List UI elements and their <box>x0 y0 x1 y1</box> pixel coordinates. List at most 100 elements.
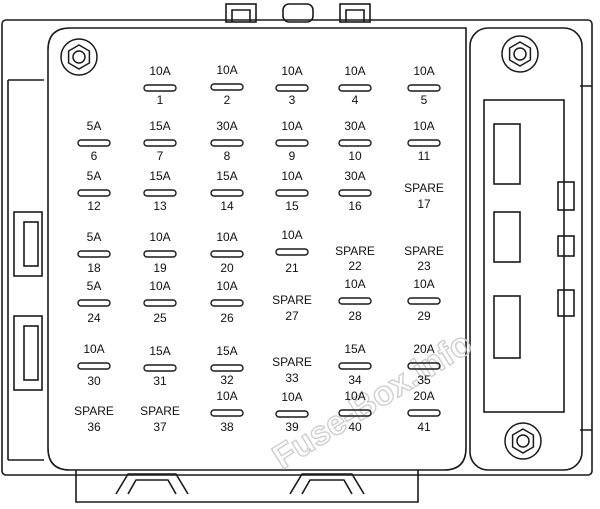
relay-slot-middle <box>493 211 521 263</box>
fuse-38: 10A 38 <box>210 389 244 434</box>
fuse-number: 24 <box>87 311 101 325</box>
fuse-rating: 10A <box>344 277 365 291</box>
fuse-18: 5A 18 <box>77 230 111 275</box>
right-edge <box>580 85 592 431</box>
fuse-number: 18 <box>87 261 101 275</box>
fuse-rating: 5A <box>87 169 102 183</box>
fuse-rating: SPARE <box>404 244 444 258</box>
fuse-slot <box>275 189 309 197</box>
fuse-slot <box>407 297 441 305</box>
fuse-slot <box>210 139 244 147</box>
bottom-latch-right <box>289 473 365 495</box>
fuse-slot <box>210 250 244 258</box>
fuse-number: 34 <box>348 373 362 387</box>
fuse-number: 23 <box>417 259 431 273</box>
fuse-6: 5A6 <box>77 119 111 163</box>
outer-frame <box>1 19 593 476</box>
fuse-rating: 10A <box>216 389 237 403</box>
relay-slot-upper <box>493 123 521 185</box>
fuse-number: 36 <box>87 420 101 434</box>
right-tab-upper <box>557 181 575 211</box>
bolt-bottom-right <box>504 422 542 460</box>
fuse-slot <box>210 83 244 91</box>
fuse-rating: 20A <box>413 389 434 403</box>
fuse-number: 40 <box>348 420 362 434</box>
fuse-number: 28 <box>348 309 362 323</box>
fuse-rating: 10A <box>413 119 434 133</box>
left-clip-upper-inner <box>23 221 39 267</box>
fuse-rating: 10A <box>413 64 434 78</box>
fuse-slot <box>143 84 177 92</box>
fuse-28: 10A 28 <box>338 277 372 323</box>
fuse-11: 10A 11 <box>407 119 441 163</box>
fuse-number: 19 <box>153 261 167 275</box>
fuse-rating: 10A <box>216 63 237 77</box>
fuse-number: 3 <box>289 93 296 107</box>
fuse-number: 14 <box>220 199 234 213</box>
fuse-rating: SPARE <box>140 404 180 418</box>
fuse-number: 38 <box>220 420 234 434</box>
fuse-number: 39 <box>285 420 299 434</box>
fuse-rating: 15A <box>344 342 365 356</box>
fuse-slot <box>143 189 177 197</box>
fuse-number: 37 <box>153 420 167 434</box>
fuse-37: SPARE 37 <box>140 404 180 434</box>
fuse-slot <box>143 139 177 147</box>
fuse-slot <box>143 364 177 372</box>
fuse-slot <box>143 250 177 258</box>
fuse-rating: 20A <box>413 342 434 356</box>
fuse-rating: 10A <box>281 119 302 133</box>
fuse-slot <box>407 409 441 417</box>
right-tab-lower <box>557 289 575 317</box>
fuse-rating: 10A <box>216 279 237 293</box>
top-connector-right <box>339 3 371 23</box>
relay-slot-lower <box>493 295 521 359</box>
fuse-slot <box>338 84 372 92</box>
fuse-number: 16 <box>348 199 362 213</box>
fuse-number: 41 <box>417 420 431 434</box>
left-clip-upper <box>13 211 43 277</box>
right-tab-middle <box>557 235 575 257</box>
bottom-latch-left <box>115 473 189 495</box>
fuse-slot <box>338 362 372 370</box>
fuse-rating: 30A <box>344 169 365 183</box>
left-clip-lower <box>13 315 43 391</box>
fuse-box-housing <box>1 3 593 503</box>
fuse-slot <box>275 410 309 418</box>
fuse-rating: 5A <box>87 230 102 244</box>
fuse-number: 11 <box>418 149 431 163</box>
fuse-number: 7 <box>157 149 164 163</box>
fuse-16: 30A 16 <box>338 169 372 213</box>
fuse-41: 20A 41 <box>407 389 441 434</box>
fuse-rating: SPARE <box>272 293 312 307</box>
fuse-rating: 10A <box>281 228 302 242</box>
fuse-rating: 5A <box>87 119 102 133</box>
top-connector-right-clip <box>345 9 365 22</box>
fuse-number: 31 <box>153 374 167 388</box>
top-connector-left <box>225 3 257 23</box>
fuse-slot <box>338 297 372 305</box>
bottom-latch-right-inner <box>301 479 353 495</box>
fuse-slot <box>338 189 372 197</box>
fuse-rating: 10A <box>83 342 104 356</box>
fuse-rating: 15A <box>216 169 237 183</box>
fuse-slot <box>407 139 441 147</box>
fuse-number: 4 <box>352 93 359 107</box>
relay-panel <box>483 99 565 413</box>
fuse-number: 10 <box>348 149 362 163</box>
